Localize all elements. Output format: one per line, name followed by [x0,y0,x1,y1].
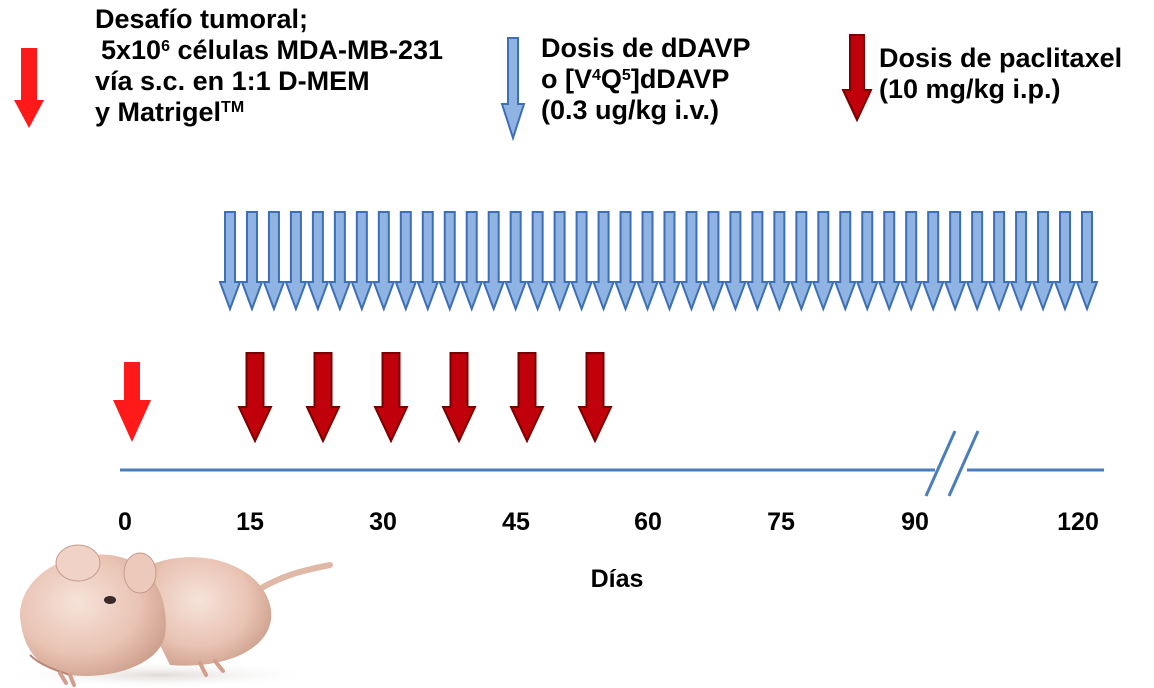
axis-break-mark-1 [924,430,957,497]
paclitaxel-dose-arrow [373,352,409,444]
ddavp-dose-arrow [658,211,681,312]
ddavp-dose-arrow [855,211,879,312]
ddavp-dose-arrow [1031,211,1055,312]
legend-tumor-line1: Desafío tumoral; [95,4,309,34]
axis-tick-label: 30 [369,508,397,536]
ddavp-dose-arrow [767,211,791,312]
legend-ddavp-line2-sup2: 5 [621,67,631,84]
nude-mouse-illustration [0,544,333,688]
tumor-challenge-arrow [113,362,151,442]
paclitaxel-dose-arrow [509,352,545,444]
ddavp-dose-arrow [592,211,616,312]
legend-ddavp-line2-c: ]dDAVP [630,64,730,94]
legend-paclitaxel-line2: (10 mg/kg i.p.) [879,74,1061,104]
ddavp-dose-arrow [701,211,725,312]
legend-paclitaxel-dose: Dosis de paclitaxel (10 mg/kg i.p.) [879,43,1122,105]
legend-tumor-challenge: Desafío tumoral; 5x106 células MDA-MB-23… [95,4,443,132]
legend-ddavp-line2-a: o [V [541,64,592,94]
ddavp-dose-arrow [460,211,484,312]
legend-ddavp-arrow-icon [500,37,526,142]
time-axis [120,430,1104,497]
ddavp-dose-arrow [416,211,440,312]
ddavp-dose-arrow [745,211,769,312]
legend-ddavp-line2-b: Q [600,64,622,94]
legend-tumor-line2: 5x106 células MDA-MB-231 [101,35,443,66]
ddavp-dose-arrow [1075,211,1099,312]
ddavp-dose-arrow [636,211,659,312]
ddavp-dose-arrow [614,211,637,312]
ddavp-dose-arrow [1053,211,1077,312]
ddavp-dose-arrow [240,211,264,312]
legend-ddavp-line1: Dosis de dDAVP [541,33,751,63]
ddavp-dose-arrow [284,211,308,312]
ddavp-dose-arrow [921,211,945,312]
ddavp-dose-arrow [350,211,374,312]
ddavp-dose-arrow [965,211,989,312]
legend-tumor-line4-pre: y Matrigel [95,97,222,127]
x-axis-label: Días [590,565,644,593]
axis-tick-label: 15 [236,508,264,536]
ddavp-dose-arrow [438,211,462,312]
legend-paclitaxel-arrow-icon [841,34,873,123]
axis-tick-label: 60 [634,508,662,536]
axis-tick-label: 90 [901,508,929,536]
tumor-challenge-arrows [113,362,151,442]
axis-tick-label: 45 [502,508,530,536]
ddavp-dose-arrow [943,211,967,312]
ddavp-dose-arrow [526,211,550,312]
legend-ddavp-line2-sup1: 4 [592,67,601,84]
ddavp-dose-arrow [570,211,594,312]
ddavp-dose-arrow [811,211,835,312]
ddavp-dose-arrow [372,211,396,312]
paclitaxel-dose-arrow [577,352,613,444]
legend-ddavp-line3: (0.3 ug/kg i.v.) [541,95,720,125]
ddavp-dose-arrow [987,211,1011,312]
legend-tumor-line2-pre: 5x10 [101,35,162,65]
axis-tick-labels: 0 15 30 45 60 75 90 120 [118,508,1099,536]
legend-ddavp-line2: o [V4Q5]dDAVP [541,64,751,95]
ddavp-dose-arrow [394,211,418,312]
ddavp-dose-arrow [262,211,286,312]
paclitaxel-dose-arrow [305,352,341,444]
legend-ddavp-dose: Dosis de dDAVP o [V4Q5]dDAVP (0.3 ug/kg … [541,33,751,126]
paclitaxel-dose-arrow [237,352,273,444]
paclitaxel-dose-arrows [237,352,613,444]
axis-tick-label: 0 [118,508,132,536]
paclitaxel-dose-arrow [441,352,477,444]
legend-tumor-line4: y MatrigelTM [95,97,443,132]
ddavp-dose-arrow [833,211,857,312]
ddavp-dose-arrow [680,211,703,312]
ddavp-dose-arrow [306,211,330,312]
axis-break-mark-2 [947,430,980,497]
legend-tumor-line3: vía s.c. en 1:1 D-MEM [95,66,370,96]
ddavp-dose-arrow [548,211,572,312]
legend-tumor-line2-sup: 6 [161,38,170,55]
ddavp-dose-arrow [1009,211,1033,312]
legend-tumor-line2-post: células MDA-MB-231 [169,35,444,65]
axis-tick-label: 75 [767,508,795,536]
legend-tumor-line4-sup: TM [221,99,245,116]
ddavp-dose-arrow [504,211,528,312]
ddavp-dose-arrow [789,211,813,312]
ddavp-dose-arrow [218,211,242,312]
legend-tumor-arrow-icon [14,48,44,128]
legend-arrows [14,34,873,142]
ddavp-dose-arrow [899,211,923,312]
ddavp-dose-arrow [482,211,506,312]
ddavp-dose-arrows [218,211,1099,312]
ddavp-dose-arrow [328,211,352,312]
ddavp-dose-arrow [723,211,747,312]
ddavp-dose-arrow [877,211,901,312]
axis-tick-label: 120 [1057,508,1099,536]
legend-paclitaxel-line1: Dosis de paclitaxel [879,43,1123,73]
